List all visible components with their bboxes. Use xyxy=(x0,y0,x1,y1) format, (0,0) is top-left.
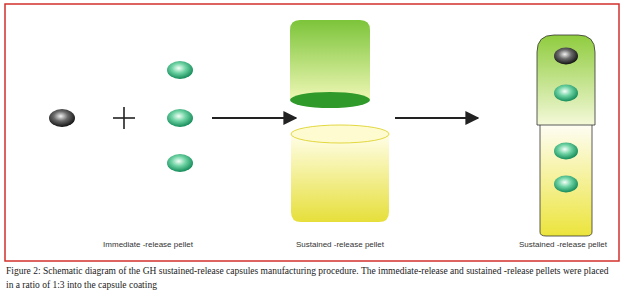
pellet xyxy=(167,154,193,172)
pellet xyxy=(49,109,75,127)
arrow xyxy=(212,117,296,119)
capsule-body xyxy=(291,125,389,222)
pellet-label: Sustained -release pellet xyxy=(296,240,384,249)
filled-capsule xyxy=(537,35,595,236)
plus-sign xyxy=(113,107,135,129)
pellet-label: Sustained -release pellet xyxy=(519,240,607,249)
capsule-cap xyxy=(290,20,370,108)
figure-caption: Figure 2: Schematic diagram of the GH su… xyxy=(6,264,618,292)
arrow xyxy=(395,117,478,119)
pellet xyxy=(167,61,193,79)
frame-border xyxy=(5,4,619,261)
pellet-label: Immediate -release pellet xyxy=(103,240,193,249)
pellet xyxy=(167,109,193,127)
